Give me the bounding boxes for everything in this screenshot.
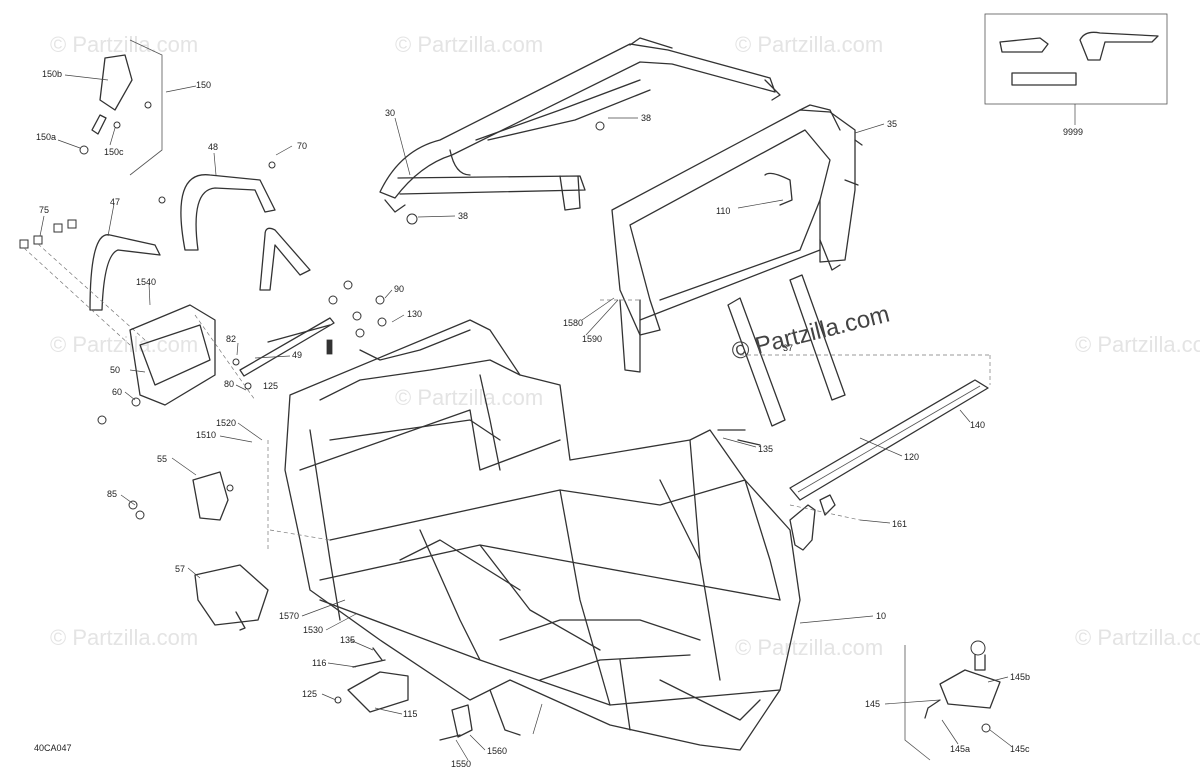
- decal-right: [1079, 31, 1159, 61]
- callout-82[interactable]: 82: [226, 334, 236, 344]
- callout-48[interactable]: 48: [208, 142, 218, 152]
- callout-115[interactable]: 115: [403, 709, 417, 719]
- callout-85[interactable]: 85: [107, 489, 117, 499]
- decal-kit-frame: [984, 13, 1168, 105]
- callout-10[interactable]: 10: [876, 611, 886, 621]
- watermark: © Partzilla.com: [50, 32, 198, 57]
- callout-145[interactable]: 145: [865, 699, 880, 709]
- diagram-code: 40CA047: [34, 743, 72, 753]
- callout-30[interactable]: 30: [385, 108, 395, 118]
- callout-80[interactable]: 80: [224, 379, 234, 389]
- watermark: © Partzilla.com: [735, 32, 883, 57]
- callout-90[interactable]: 90: [394, 284, 404, 294]
- watermark: © Partzilla.com: [50, 625, 198, 650]
- callout-1530[interactable]: 1530: [303, 625, 323, 635]
- callout-57[interactable]: 57: [175, 564, 185, 574]
- callout-38[interactable]: 38: [458, 211, 468, 221]
- callout-145c[interactable]: 145c: [1010, 744, 1030, 754]
- callout-135[interactable]: 135: [340, 635, 355, 645]
- callout-1590[interactable]: 1590: [582, 334, 602, 344]
- callout-120[interactable]: 120: [904, 452, 919, 462]
- callout-116[interactable]: 116: [312, 658, 326, 668]
- decal-left: [999, 37, 1049, 53]
- watermark: © Partzilla.com: [395, 385, 543, 410]
- callout-49[interactable]: 49: [292, 350, 302, 360]
- decal-bottom: [1011, 72, 1077, 86]
- callout-150b[interactable]: 150b: [42, 69, 62, 79]
- watermark-main: © Partzilla.com: [729, 301, 892, 366]
- callout-1580[interactable]: 1580: [563, 318, 583, 328]
- callout-150c[interactable]: 150c: [104, 147, 124, 157]
- rear-posts: [727, 274, 846, 427]
- callout-55[interactable]: 55: [157, 454, 167, 464]
- callout-1520[interactable]: 1520: [216, 418, 236, 428]
- callout-70[interactable]: 70: [297, 141, 307, 151]
- watermark: © Partzilla.com: [1075, 625, 1200, 650]
- roll-cage-front-section: [611, 104, 863, 373]
- callout-110[interactable]: 110: [716, 206, 730, 216]
- hitch-assembly: [904, 640, 1001, 761]
- left-parts: [19, 39, 761, 741]
- callout-135[interactable]: 135: [758, 444, 773, 454]
- callout-125[interactable]: 125: [302, 689, 317, 699]
- watermark: © Partzilla.com: [1075, 332, 1200, 357]
- callout-35[interactable]: 35: [887, 119, 897, 129]
- callout-37[interactable]: 37: [783, 343, 793, 353]
- rear-brace: [789, 379, 989, 501]
- callout-47[interactable]: 47: [110, 197, 120, 207]
- callouts: 30 38 38 35 110 37 161 10 140 120 135 99…: [36, 69, 1083, 769]
- bracket-161: [789, 494, 836, 551]
- callout-1560[interactable]: 1560: [487, 746, 507, 756]
- callout-150[interactable]: 150: [196, 80, 211, 90]
- callout-140[interactable]: 140: [970, 420, 985, 430]
- callout-1540[interactable]: 1540: [136, 277, 156, 287]
- callout-38[interactable]: 38: [641, 113, 651, 123]
- roll-cage-rear-section: [379, 37, 781, 225]
- callout-1550[interactable]: 1550: [451, 759, 471, 769]
- callout-50[interactable]: 50: [110, 365, 120, 375]
- callout-130[interactable]: 130: [407, 309, 422, 319]
- main-frame: [284, 319, 801, 751]
- watermark: © Partzilla.com: [395, 32, 543, 57]
- callout-1570[interactable]: 1570: [279, 611, 299, 621]
- guide-lines: [194, 299, 991, 550]
- callout-125[interactable]: 125: [263, 381, 278, 391]
- callout-145b[interactable]: 145b: [1010, 672, 1030, 682]
- callout-75[interactable]: 75: [39, 205, 49, 215]
- decal-kit-box: [984, 13, 1168, 125]
- callout-60[interactable]: 60: [112, 387, 122, 397]
- callout-150a[interactable]: 150a: [36, 132, 56, 142]
- callout-1510[interactable]: 1510: [196, 430, 216, 440]
- callout-145a[interactable]: 145a: [950, 744, 970, 754]
- watermark-layer: © Partzilla.com © Partzilla.com © Partzi…: [50, 32, 1200, 660]
- watermark: © Partzilla.com: [50, 332, 198, 357]
- callout-161[interactable]: 161: [892, 519, 907, 529]
- leader-lines: [39, 74, 1012, 761]
- watermark: © Partzilla.com: [735, 635, 883, 660]
- callout-9999[interactable]: 9999: [1063, 127, 1083, 137]
